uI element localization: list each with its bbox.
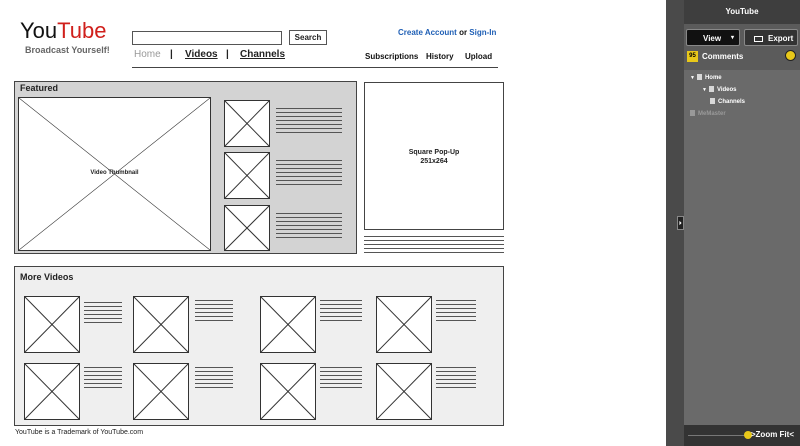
- more-video-thumb[interactable]: [24, 363, 80, 420]
- video-thumbnail-label: Video Thumbnail: [90, 170, 139, 176]
- export-label: Export: [768, 34, 794, 43]
- tree-item-channels[interactable]: Channels: [710, 98, 745, 105]
- logo-tube-text: Tube: [57, 18, 107, 43]
- header-divider: [132, 67, 498, 68]
- placeholder-x-icon: [377, 297, 431, 352]
- page-icon: [708, 86, 714, 92]
- zoom-bar: >Zoom Fit<: [684, 425, 800, 446]
- featured-thumb-3[interactable]: [224, 205, 270, 251]
- upload-link[interactable]: Upload: [465, 52, 493, 61]
- more-video-text-lines: [320, 300, 362, 324]
- page-tree: ▼Home ▼Videos Channels MeMaster: [684, 70, 800, 425]
- featured-text-lines-1: [276, 108, 342, 136]
- mockup-side-panel: YouTube View ▾ Export 95 Comments ▼Home …: [666, 0, 800, 446]
- featured-title: Featured: [20, 83, 59, 93]
- placeholder-x-icon: [25, 364, 79, 419]
- zoom-fit-button[interactable]: >Zoom Fit<: [750, 430, 794, 439]
- page-icon: [710, 98, 715, 104]
- create-account-link[interactable]: Create Account: [398, 28, 457, 37]
- footer-trademark: YouTube is a Trademark of YouTube.com: [15, 429, 144, 436]
- more-video-thumb[interactable]: [24, 296, 80, 353]
- nav-home-link[interactable]: Home: [134, 49, 161, 60]
- placeholder-x-icon: [25, 297, 79, 352]
- search-button[interactable]: Search: [289, 30, 327, 45]
- chevron-right-icon: [679, 220, 682, 226]
- more-videos-title: More Videos: [20, 272, 74, 282]
- history-link[interactable]: History: [426, 52, 454, 61]
- nav-videos-link[interactable]: Videos: [185, 49, 218, 60]
- video-thumbnail[interactable]: [18, 97, 211, 251]
- account-or-text: or: [459, 28, 468, 37]
- popup-line-2: 251x264: [420, 158, 448, 165]
- wireframe-canvas: YouTube Broadcast Yourself! Search Home …: [14, 18, 504, 436]
- tagline: Broadcast Yourself!: [25, 45, 110, 55]
- placeholder-x-icon: [134, 297, 188, 352]
- youtube-logo[interactable]: YouTube: [20, 18, 106, 44]
- featured-text-lines-3: [276, 213, 342, 241]
- more-video-text-lines: [195, 300, 233, 324]
- app-title: YouTube: [684, 0, 800, 24]
- square-popup-ad[interactable]: [364, 82, 504, 230]
- placeholder-x-icon: [134, 364, 188, 419]
- nav-separator: |: [226, 49, 229, 60]
- account-links: Create Account or Sign-In: [398, 28, 496, 37]
- view-dropdown[interactable]: View ▾: [686, 29, 740, 46]
- nav-separator: |: [170, 49, 173, 60]
- more-video-text-lines: [195, 367, 233, 391]
- featured-text-lines-2: [276, 160, 342, 188]
- more-video-text-lines: [436, 367, 476, 391]
- featured-thumb-1[interactable]: [224, 100, 270, 147]
- expand-icon: ▼: [690, 75, 695, 81]
- more-video-text-lines: [84, 302, 122, 326]
- view-dropdown-label: View: [703, 34, 722, 43]
- page-icon: [696, 74, 702, 80]
- more-video-text-lines: [320, 367, 362, 391]
- zoom-slider-handle[interactable]: [744, 431, 752, 439]
- more-video-thumb[interactable]: [260, 363, 316, 420]
- export-button[interactable]: Export: [744, 29, 798, 46]
- square-popup-label: Square Pop-Up 251x264: [364, 148, 504, 166]
- more-video-thumb[interactable]: [376, 363, 432, 420]
- caret-down-icon: ▾: [730, 35, 734, 41]
- placeholder-x-icon: [261, 364, 315, 419]
- subscriptions-link[interactable]: Subscriptions: [365, 52, 419, 61]
- placeholder-x-icon: [19, 98, 210, 250]
- tree-item-videos[interactable]: ▼Videos: [702, 86, 737, 93]
- more-video-text-lines: [436, 300, 476, 324]
- comments-label: Comments: [702, 52, 744, 61]
- logo-you-text: You: [20, 18, 58, 43]
- placeholder-x-icon: [261, 297, 315, 352]
- placeholder-x-icon: [225, 153, 269, 198]
- expand-icon: ▼: [702, 87, 707, 93]
- nav-channels-link[interactable]: Channels: [240, 49, 286, 60]
- tree-item-home[interactable]: ▼Home: [690, 74, 722, 81]
- sign-in-link[interactable]: Sign-In: [469, 28, 497, 37]
- comments-bar[interactable]: 95 Comments: [684, 48, 800, 66]
- more-video-thumb[interactable]: [133, 296, 189, 353]
- add-comment-icon[interactable]: [785, 50, 796, 61]
- main-nav: Home: [134, 49, 161, 60]
- placeholder-x-icon: [225, 206, 269, 250]
- search-input[interactable]: [132, 31, 282, 45]
- more-video-thumb[interactable]: [376, 296, 432, 353]
- comments-count-badge: 95: [687, 51, 698, 62]
- collapse-panel-handle[interactable]: [677, 216, 684, 230]
- placeholder-x-icon: [377, 364, 431, 419]
- panel-strip: [666, 0, 684, 446]
- featured-thumb-2[interactable]: [224, 152, 270, 199]
- export-icon: [754, 36, 763, 42]
- more-video-thumb[interactable]: [133, 363, 189, 420]
- tree-item-master[interactable]: MeMaster: [690, 110, 726, 117]
- page-icon: [690, 110, 695, 116]
- popup-text-lines: [364, 236, 504, 256]
- popup-line-1: Square Pop-Up: [408, 149, 460, 156]
- more-video-text-lines: [84, 367, 122, 391]
- placeholder-x-icon: [225, 101, 269, 146]
- zoom-slider-track[interactable]: [688, 435, 750, 436]
- more-video-thumb[interactable]: [260, 296, 316, 353]
